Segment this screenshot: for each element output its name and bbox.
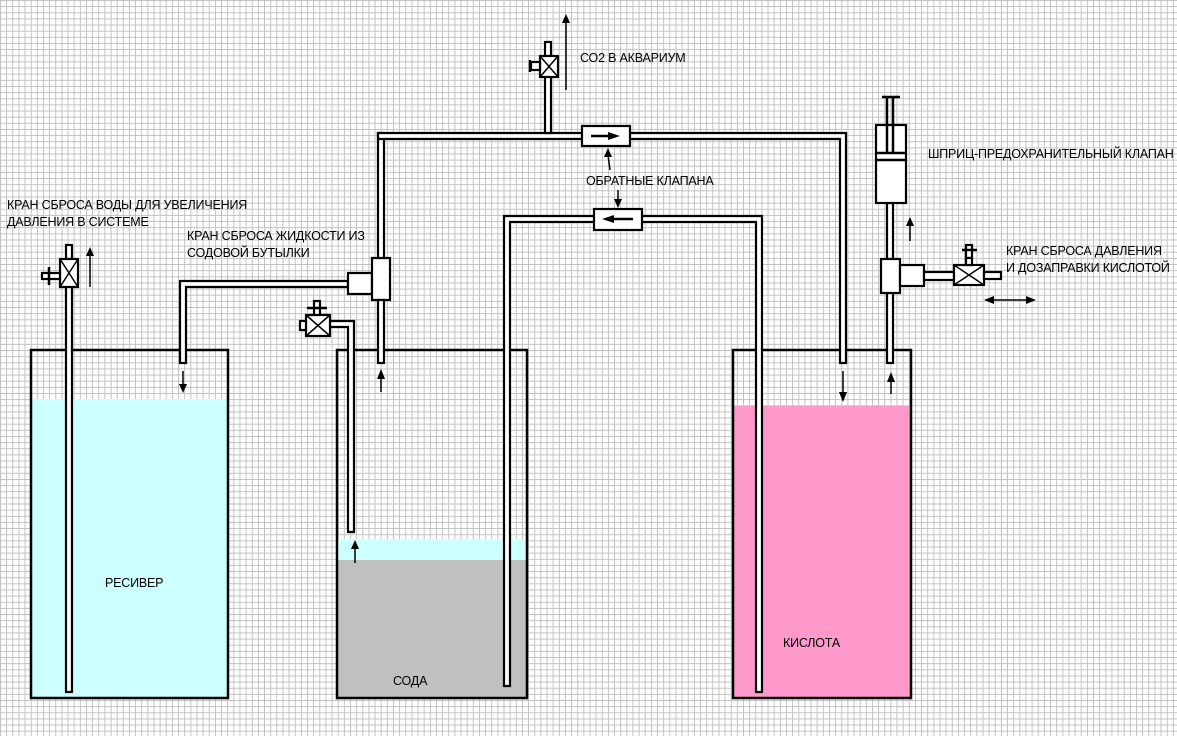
soda-tank-label: СОДА [393,674,428,688]
label-line: КРАН СБРОСА ЖИДКОСТИ ИЗ [187,229,365,243]
acid-tank-label: КИСЛОТА [783,636,840,650]
soda-tank [335,348,529,700]
receiver-drain-pipe [64,285,74,694]
check-valves-label: ОБРАТНЫЕ КЛАПАНА [586,174,714,188]
acid-tee-fitting [879,257,902,295]
check-valve-top-icon [580,124,632,148]
arrow-up-icon [86,247,94,287]
acid-pressure-valve-icon[interactable] [952,243,1003,287]
syringe-safety-valve-icon [874,95,908,205]
arrow-up-icon [887,372,895,394]
acid-valve-pipe [922,270,956,282]
receiver-drain-valve-label: КРАН СБРОСА ВОДЫ ДЛЯ УВЕЛИЧЕНИЯ ДАВЛЕНИЯ… [7,197,247,231]
syringe-safety-valve-label: ШПРИЦ-ПРЕДОХРАНИТЕЛЬНЫЙ КЛАПАН [928,147,1174,161]
soda-water-layer [337,539,527,560]
double-arrow-icon [984,296,1036,304]
arrow-up-icon [906,217,914,241]
soda-tee-fitting [370,256,392,302]
label-line: КРАН СБРОСА ВОДЫ ДЛЯ УВЕЛИЧЕНИЯ [7,198,248,212]
soda-riser-pipe [376,131,386,260]
acid-to-soda-pipe [502,214,764,694]
check-valve-bottom-icon [592,207,644,232]
soda-gas-outlet-pipe [376,298,386,365]
co2-valve-icon[interactable] [528,40,560,79]
soda-drain-valve-label: КРАН СБРОСА ЖИДКОСТИ ИЗ СОДОВОЙ БУТЫЛКИ [187,228,365,262]
top-gas-manifold [376,131,848,365]
acid-tank [731,348,913,700]
arrow-down-icon [839,371,847,402]
label-line: КРАН СБРОСА ДАВЛЕНИЯ [1006,244,1162,258]
co2-outlet-pipe [543,74,553,135]
receiver-tank [29,348,230,700]
receiver-drain-valve-icon[interactable] [40,243,80,289]
co2-outlet-label: СО2 В АКВАРИУМ [580,51,686,65]
soda-fill [337,560,527,698]
pointer-arrow-icon [614,190,622,208]
acid-pressure-valve-label: КРАН СБРОСА ДАВЛЕНИЯ И ДОЗАПРАВКИ КИСЛОТ… [1006,243,1170,277]
receiver-water-fill [31,399,228,698]
soda-tee-side [346,271,374,296]
label-line: ДАВЛЕНИЯ В СИСТЕМЕ [7,215,149,229]
pointer-arrow-icon [604,148,612,171]
label-line: СОДОВОЙ БУТЫЛКИ [187,246,310,260]
arrow-up-icon [351,540,359,563]
soda-drain-pipe [328,319,356,534]
acid-gas-pipe [885,291,895,365]
arrow-down-icon [179,371,187,393]
label-line: И ДОЗАПРАВКИ КИСЛОТОЙ [1006,261,1170,275]
soda-drain-valve-icon[interactable] [298,299,332,338]
receiver-tank-label: РЕСИВЕР [105,576,164,590]
syringe-pipe [885,201,895,261]
arrow-up-icon [562,14,570,90]
arrow-up-icon [377,369,385,392]
acid-tee-side [898,263,926,288]
